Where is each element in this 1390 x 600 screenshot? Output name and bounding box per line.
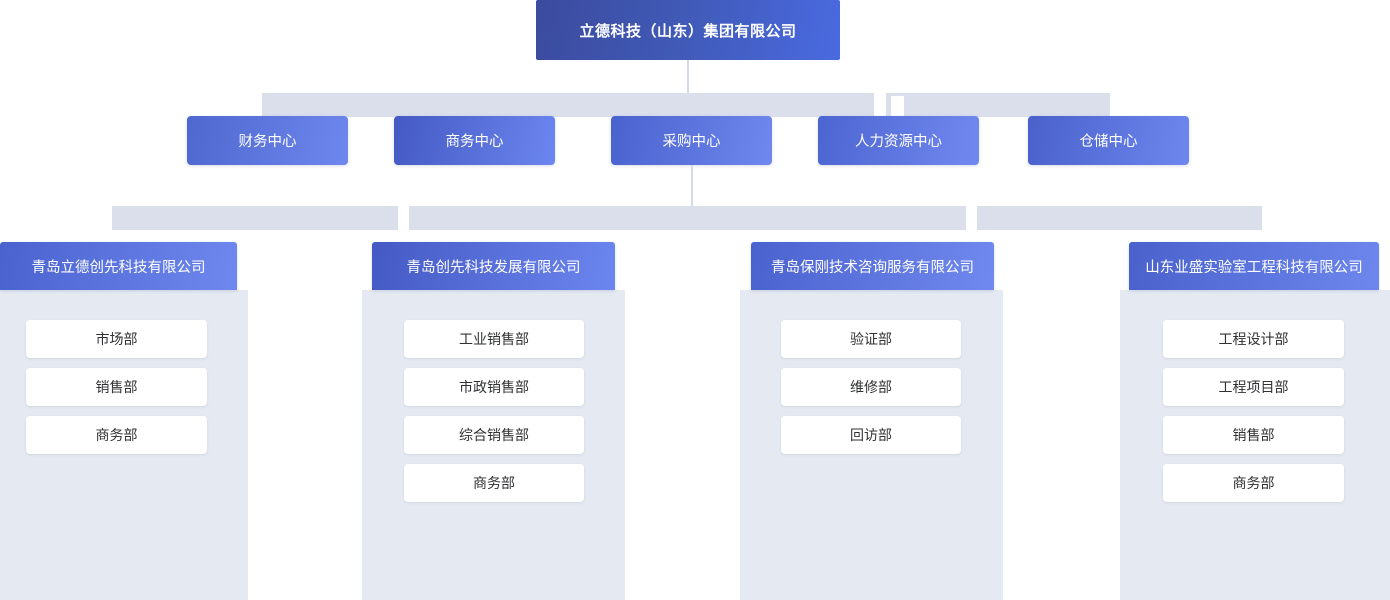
org-node-department[interactable]: 销售部 bbox=[1163, 416, 1344, 454]
org-node-center-0-label: 财务中心 bbox=[238, 134, 297, 150]
connector-band-centers bbox=[262, 93, 1110, 117]
org-node-department-label: 商务部 bbox=[473, 475, 515, 491]
connector-band-notch-left bbox=[874, 93, 886, 117]
connector-band-companies-notch-left bbox=[398, 206, 409, 230]
org-node-department-label: 工程设计部 bbox=[1218, 331, 1289, 347]
department-list-1: 工业销售部 市政销售部 综合销售部 商务部 bbox=[404, 320, 584, 502]
org-node-department[interactable]: 市场部 bbox=[26, 320, 207, 358]
org-node-department-label: 验证部 bbox=[850, 331, 892, 347]
org-node-department-label: 市场部 bbox=[95, 331, 138, 347]
org-node-company-3-label: 山东业盛实验室工程科技有限公司 bbox=[1145, 259, 1363, 276]
org-node-company-2-label: 青岛保刚技术咨询服务有限公司 bbox=[771, 259, 974, 276]
org-node-department[interactable]: 商务部 bbox=[26, 416, 207, 454]
department-list-3: 工程设计部 工程项目部 销售部 商务部 bbox=[1163, 320, 1344, 502]
org-node-center-4[interactable]: 仓储中心 bbox=[1028, 116, 1189, 165]
org-node-company-1[interactable]: 青岛创先科技发展有限公司 bbox=[372, 242, 615, 290]
org-node-department-label: 销售部 bbox=[1232, 427, 1275, 443]
connector-band-companies-notch-right bbox=[966, 206, 977, 230]
org-node-company-3[interactable]: 山东业盛实验室工程科技有限公司 bbox=[1129, 242, 1379, 290]
org-node-department-label: 工业销售部 bbox=[459, 331, 529, 347]
department-list-2: 验证部 维修部 回访部 bbox=[781, 320, 961, 454]
org-node-company-0-label: 青岛立德创先科技有限公司 bbox=[31, 259, 206, 276]
org-node-company-1-label: 青岛创先科技发展有限公司 bbox=[406, 259, 581, 276]
org-node-center-3-label: 人力资源中心 bbox=[855, 134, 942, 150]
org-node-department-label: 维修部 bbox=[850, 379, 892, 395]
org-node-center-1[interactable]: 商务中心 bbox=[394, 116, 555, 165]
org-node-department[interactable]: 验证部 bbox=[781, 320, 961, 358]
org-node-center-0[interactable]: 财务中心 bbox=[187, 116, 348, 165]
org-node-department[interactable]: 销售部 bbox=[26, 368, 207, 406]
org-node-department[interactable]: 回访部 bbox=[781, 416, 961, 454]
org-node-department-label: 工程项目部 bbox=[1218, 379, 1289, 395]
org-node-department-label: 综合销售部 bbox=[459, 427, 529, 443]
org-node-department[interactable]: 市政销售部 bbox=[404, 368, 584, 406]
connector-band-companies bbox=[112, 206, 1262, 230]
org-node-department[interactable]: 工程设计部 bbox=[1163, 320, 1344, 358]
org-node-department[interactable]: 商务部 bbox=[1163, 464, 1344, 502]
org-node-department[interactable]: 综合销售部 bbox=[404, 416, 584, 454]
org-node-root[interactable]: 立德科技（山东）集团有限公司 bbox=[536, 0, 840, 60]
org-node-department-label: 商务部 bbox=[1232, 475, 1275, 491]
org-node-center-2[interactable]: 采购中心 bbox=[611, 116, 772, 165]
org-node-department[interactable]: 工程项目部 bbox=[1163, 368, 1344, 406]
org-node-department-label: 市政销售部 bbox=[459, 379, 529, 395]
org-node-department[interactable]: 商务部 bbox=[404, 464, 584, 502]
org-node-center-4-label: 仓储中心 bbox=[1079, 134, 1138, 150]
org-node-department[interactable]: 工业销售部 bbox=[404, 320, 584, 358]
org-node-department[interactable]: 维修部 bbox=[781, 368, 961, 406]
connector-band-notch-right bbox=[891, 96, 904, 117]
org-node-center-2-label: 采购中心 bbox=[662, 134, 721, 150]
org-node-center-3[interactable]: 人力资源中心 bbox=[818, 116, 979, 165]
org-node-department-label: 回访部 bbox=[850, 427, 892, 443]
org-node-company-0[interactable]: 青岛立德创先科技有限公司 bbox=[0, 242, 237, 290]
org-node-department-label: 销售部 bbox=[95, 379, 138, 395]
department-list-0: 市场部 销售部 商务部 bbox=[26, 320, 207, 454]
org-node-department-label: 商务部 bbox=[95, 427, 138, 443]
connector-center-vertical bbox=[691, 165, 693, 207]
org-node-center-1-label: 商务中心 bbox=[445, 134, 504, 150]
org-node-company-2[interactable]: 青岛保刚技术咨询服务有限公司 bbox=[751, 242, 994, 290]
connector-root-vertical bbox=[687, 60, 689, 94]
